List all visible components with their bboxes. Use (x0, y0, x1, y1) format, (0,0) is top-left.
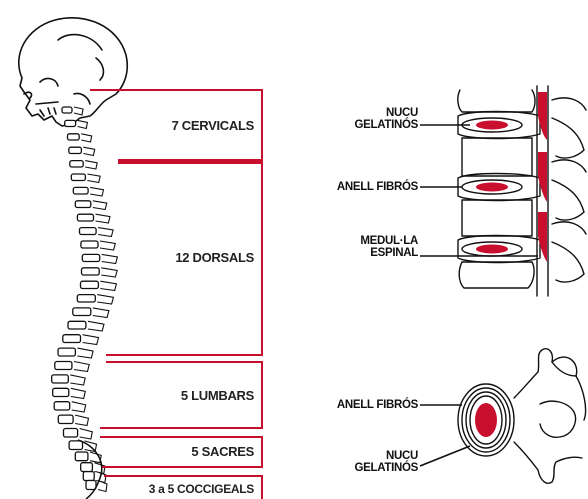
top-nucleus-label: NUCU GELATINÓS (354, 450, 418, 474)
vertebra-process (80, 429, 93, 440)
vertebra-process (102, 254, 118, 263)
vertebra-body (58, 415, 73, 423)
vertebra-body (55, 362, 72, 370)
side-annulus-label: ANELL FIBRÓS (337, 181, 418, 193)
region-label-dorsal: 12 DORSALS (175, 250, 254, 265)
vertebra-body (73, 308, 91, 316)
spine-column-illustration (52, 107, 118, 499)
top-nucleus-line-1: NUCU (354, 450, 418, 462)
vertebra-body (81, 281, 99, 288)
vertebra-process (74, 107, 83, 115)
vertebra-process (100, 241, 115, 250)
skull-illustration (19, 18, 127, 126)
side-nucleus-line-2: GELATINÓS (354, 119, 418, 131)
vertebra-body (75, 452, 88, 461)
vertebra-body (77, 295, 95, 302)
vertebra-body (75, 201, 91, 208)
vertebra-process (98, 481, 107, 492)
region-label-cervical: 7 CERVICALS (172, 118, 254, 133)
vertebra-process (93, 201, 107, 210)
vertebra-body (62, 107, 72, 113)
vertebra-body (52, 375, 69, 383)
vertebra-process (101, 268, 117, 277)
side-view-illustration (458, 86, 586, 296)
region-label-lumbar: 5 LUMBARS (181, 388, 254, 403)
vertebra-process (96, 214, 111, 223)
side-nucleus-label: NUCU GELATINÓS (354, 107, 418, 131)
vertebra-process (83, 147, 94, 155)
vertebra-process (97, 295, 113, 304)
vertebra-body (68, 321, 86, 329)
vertebra-process (83, 335, 99, 345)
vertebra-body (81, 463, 93, 472)
vertebra-body (71, 174, 85, 181)
vertebra-process (78, 120, 88, 128)
vertebra-process (88, 321, 104, 331)
vertebra-body (54, 402, 69, 410)
top-annulus-label: ANELL FIBRÓS (337, 399, 418, 411)
vertebra-body (53, 388, 69, 396)
vertebra-process (81, 134, 92, 142)
top-nucleus-line-2: GELATINÓS (354, 462, 418, 474)
vertebra-body (80, 228, 97, 235)
vertebra-process (74, 362, 89, 372)
vertebra-process (94, 463, 105, 474)
vertebra-body (68, 134, 80, 140)
top-nucleus-fill (475, 403, 497, 437)
vertebra-process (70, 375, 85, 385)
vertebra-body (58, 348, 75, 356)
region-label-coccygeal: 3 a 5 COCCIGEALS (149, 482, 254, 496)
region-boxes (90, 90, 262, 499)
vertebra-body (86, 481, 96, 490)
vertebra-body (83, 472, 94, 481)
vertebra-process (93, 308, 109, 318)
side-cord-line-2: ESPINAL (360, 247, 418, 259)
vertebra-body (63, 335, 81, 343)
side-cord-label: MEDUL·LA ESPINAL (360, 235, 418, 259)
side-nucleus-line-1: NUCU (354, 107, 418, 119)
vertebra-body (69, 147, 82, 153)
vertebra-process (85, 161, 97, 169)
vertebra-process (98, 228, 113, 237)
vertebra-body (82, 254, 99, 261)
vertebra-process (75, 415, 88, 425)
vertebra-process (72, 402, 86, 412)
vertebra-process (100, 281, 116, 290)
vertebra-process (71, 388, 86, 398)
vertebra-body (81, 241, 98, 248)
vertebra-body (65, 120, 76, 126)
vertebra-body (69, 441, 82, 450)
region-label-sacral: 5 SACRES (191, 444, 254, 459)
vertebra-body (77, 214, 93, 221)
side-cord-line-1: MEDUL·LA (360, 235, 418, 247)
vertebra-process (77, 348, 93, 358)
vertebra-body (64, 429, 78, 438)
vertebra-process (90, 187, 103, 196)
vertebra-body (70, 161, 83, 167)
vertebra-body (73, 187, 88, 194)
vertebra-body (82, 268, 100, 275)
vertebra-process (87, 174, 100, 183)
